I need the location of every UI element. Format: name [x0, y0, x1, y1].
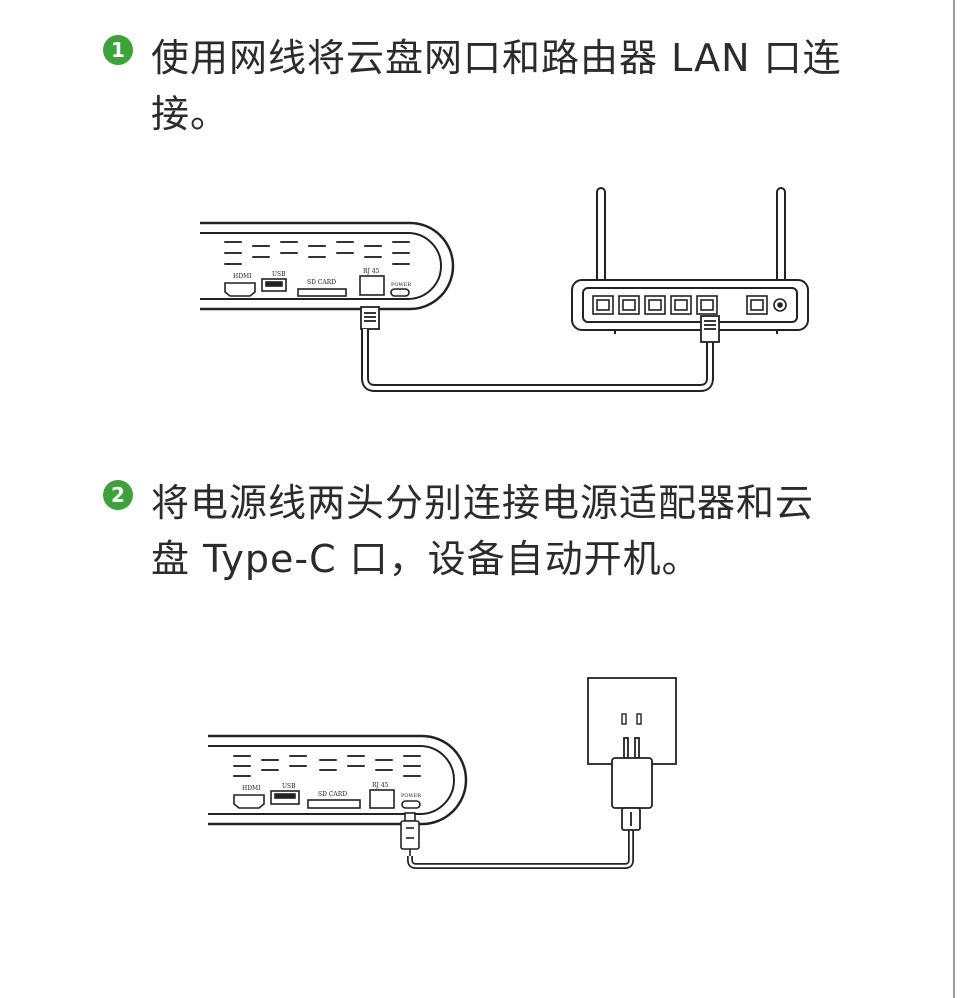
usb-label: USB [272, 271, 286, 278]
vent-slots [233, 755, 421, 777]
cloud-drive-body [200, 221, 455, 311]
rj45-port [359, 275, 385, 296]
power-port [390, 288, 410, 297]
step-2-text: 将电源线两头分别连接电源适配器和云盘 Type-C 口，设备自动开机。 [151, 481, 815, 581]
sd-label: SD CARD [307, 279, 336, 286]
vent-slots [224, 241, 410, 265]
power-port [401, 800, 421, 809]
power-label: POWER [401, 793, 421, 799]
step-1-number: 1 [103, 35, 133, 65]
rj45-plug-device [360, 306, 380, 330]
sd-label: SD CARD [318, 791, 347, 798]
lan-connection-diagram: HDMI USB SD CARD RJ 45 POWER [200, 187, 809, 392]
router-lan-ports [592, 295, 787, 315]
sd-slot [297, 288, 347, 297]
step-1-text: 使用网线将云盘网口和路由器 LAN 口连接。 [151, 36, 842, 136]
router-antenna-left [596, 187, 606, 287]
rj45-port [369, 789, 395, 809]
cloud-drive-body [208, 734, 468, 826]
rj45-plug-router [700, 315, 720, 343]
type-c-plug [400, 812, 420, 856]
hdmi-port [224, 282, 256, 297]
power-connection-diagram: HDMI USB SD CARD RJ 45 POWER [208, 677, 677, 869]
router-antenna-right [776, 187, 786, 287]
wall-socket [587, 677, 677, 765]
usb-port [270, 790, 300, 805]
usb-port [261, 278, 287, 292]
power-adapter [611, 737, 653, 831]
page-edge-rule [953, 0, 955, 998]
power-label: POWER [391, 282, 411, 288]
rj45-label: RJ 45 [372, 782, 389, 789]
socket-hole-right [636, 713, 642, 725]
rj45-label: RJ 45 [363, 268, 380, 275]
step-2-number: 2 [103, 480, 133, 510]
ethernet-cable [361, 329, 714, 392]
power-cable [407, 830, 634, 869]
usb-label: USB [282, 783, 296, 790]
sd-slot [307, 799, 361, 809]
hdmi-port [233, 794, 265, 809]
hdmi-label: HDMI [233, 273, 252, 280]
hdmi-label: HDMI [242, 785, 261, 792]
socket-hole-left [621, 713, 627, 725]
